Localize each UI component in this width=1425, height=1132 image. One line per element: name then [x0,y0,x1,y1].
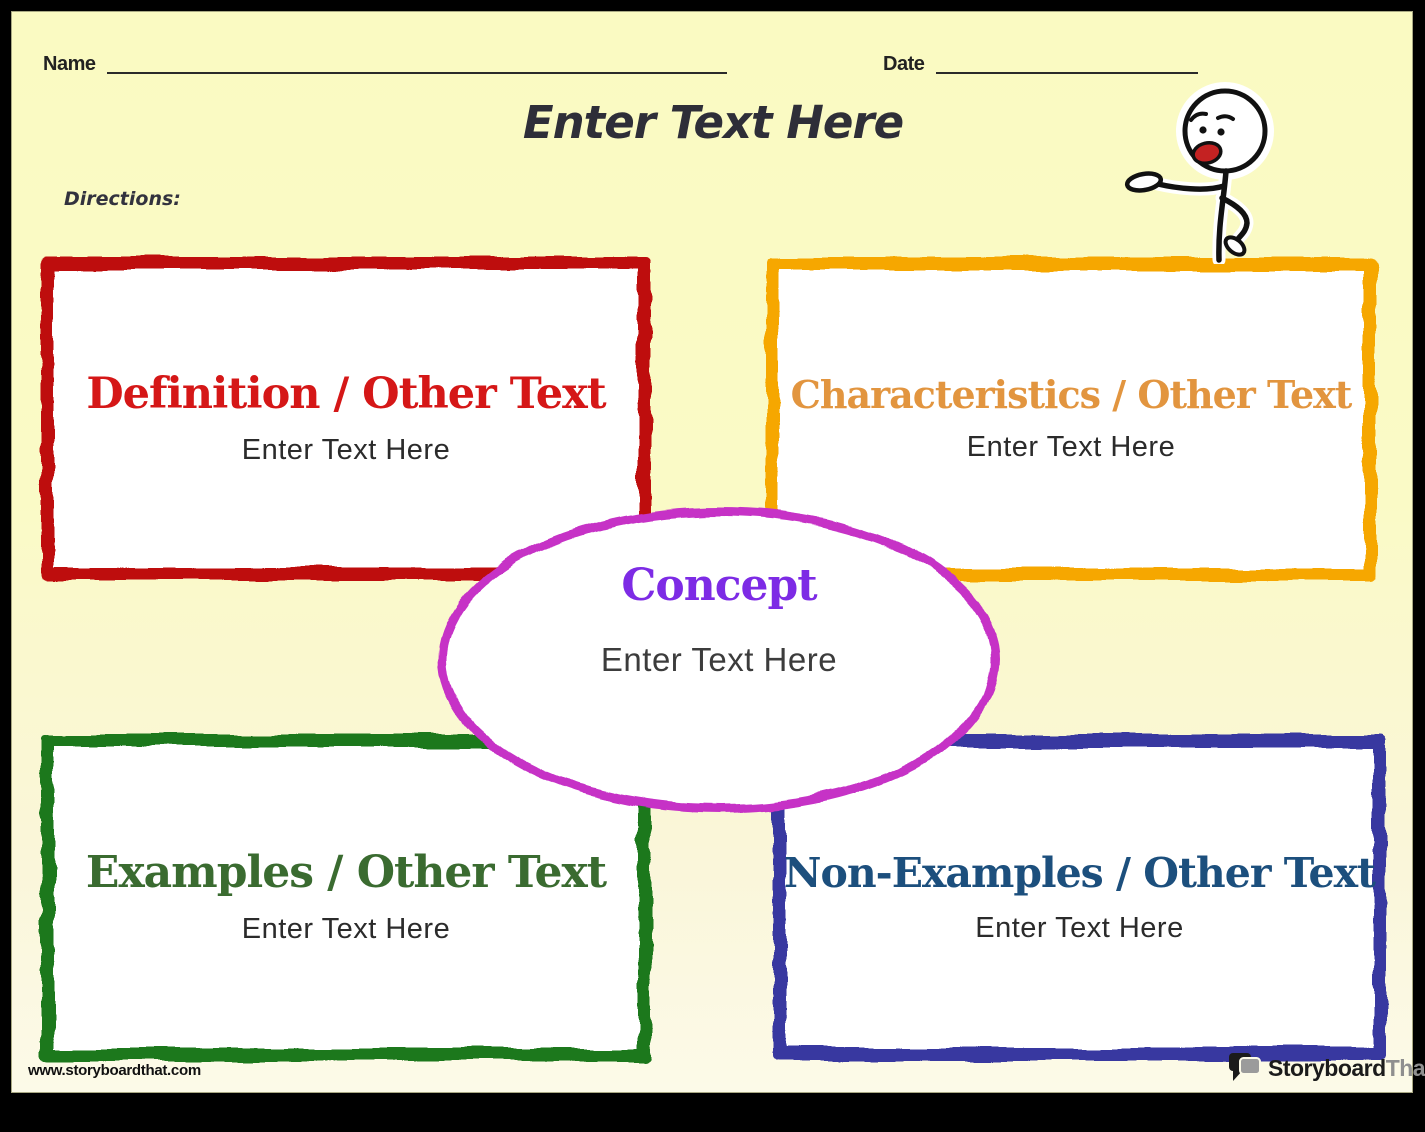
worksheet-page: Name Date Enter Text Here Directions: De… [11,11,1425,1093]
non-examples-box-frame [773,734,1386,1061]
footer-url[interactable]: www.storyboardthat.com [28,1062,201,1079]
characteristics-box-title[interactable]: Characteristics / Other Text [790,371,1353,417]
concept-ellipse-frame [438,507,1000,813]
non-examples-box: Non-Examples / Other Text Enter Text Her… [773,734,1386,1061]
date-input-line[interactable] [936,54,1199,74]
name-label: Name [43,53,96,75]
non-examples-box-placeholder[interactable]: Enter Text Here [975,911,1184,944]
date-label: Date [883,53,925,75]
name-field-row: Name [43,53,728,75]
page-title[interactable]: Enter Text Here [522,96,904,149]
characteristics-box: Characteristics / Other Text Enter Text … [766,257,1376,581]
date-field-row: Date [883,53,1199,75]
concept-placeholder[interactable]: Enter Text Here [600,640,838,678]
non-examples-box-title[interactable]: Non-Examples / Other Text [784,848,1376,897]
examples-box-title[interactable]: Examples / Other Text [85,846,607,898]
directions-label: Directions: [64,188,181,210]
concept-ellipse: Concept Enter Text Here [438,507,1000,813]
definition-box-title[interactable]: Definition / Other Text [86,368,606,419]
definition-box: Definition / Other Text Enter Text Here [41,257,651,581]
logo-text-that: That [1385,1054,1425,1081]
stick-figure-mascot-icon [1124,82,1274,264]
characteristics-box-placeholder[interactable]: Enter Text Here [966,431,1176,464]
examples-box-placeholder[interactable]: Enter Text Here [241,913,451,946]
speech-bubbles-icon [1229,1053,1261,1081]
definition-box-placeholder[interactable]: Enter Text Here [241,434,451,467]
logo-text-storyboard: Storyboard [1268,1054,1386,1081]
concept-title[interactable]: Concept [621,559,817,611]
characteristics-box-frame [766,257,1376,581]
name-input-line[interactable] [107,54,728,74]
storyboardthat-logo[interactable]: StoryboardThat [1228,1052,1425,1084]
